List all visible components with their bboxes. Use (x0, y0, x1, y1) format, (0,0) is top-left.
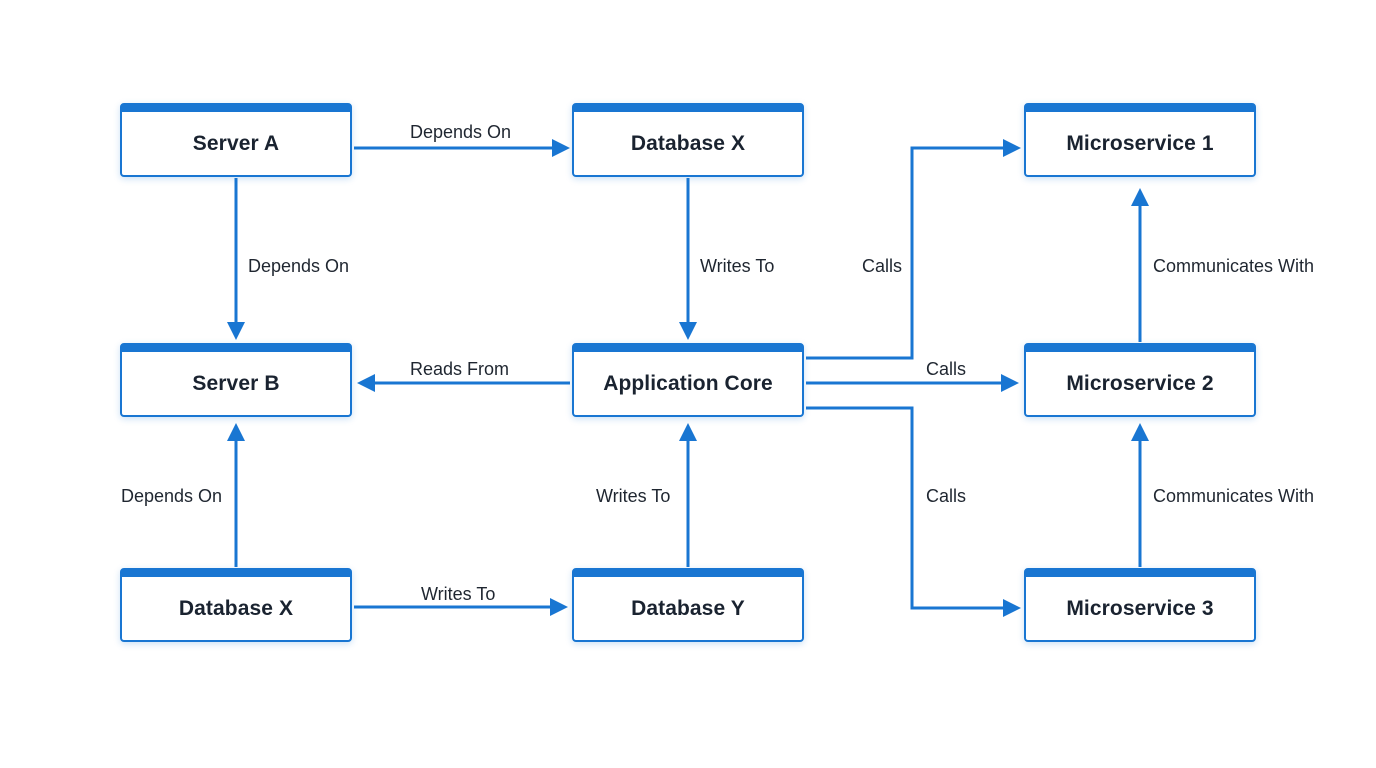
node-database-y: Database Y (572, 568, 804, 642)
node-label: Microservice 2 (1066, 371, 1214, 395)
node-label: Application Core (603, 371, 773, 395)
edge-application-core-to-microservice-3 (806, 406, 1021, 617)
node-microservice-1: Microservice 1 (1024, 103, 1256, 177)
node-label: Server A (192, 131, 280, 155)
node-label: Database X (178, 596, 294, 620)
edge-label-database-x-to-application-core: Writes To (700, 256, 775, 276)
edge-label-server-a-to-database-x: Depends On (410, 122, 512, 142)
edge-application-core-to-microservice-1 (806, 139, 1021, 360)
edge-label-application-core-to-microservice-1: Calls (862, 256, 903, 276)
node-label: Microservice 3 (1066, 596, 1214, 620)
edge-label-database-x-bottom-to-database-y: Writes To (421, 584, 496, 604)
edge-label-database-x-bottom-to-server-b: Depends On (121, 486, 223, 506)
node-database-x-top: Database X (572, 103, 804, 177)
node-server-a: Server A (120, 103, 352, 177)
node-label: Database Y (631, 596, 745, 620)
edge-label-database-y-to-application-core: Writes To (596, 486, 671, 506)
node-application-core: Application Core (572, 343, 804, 417)
edge-label-server-a-to-server-b: Depends On (248, 256, 350, 276)
edge-label-application-core-to-microservice-2: Calls (926, 359, 967, 379)
node-microservice-2: Microservice 2 (1024, 343, 1256, 417)
edge-label-microservice-2-to-microservice-1: Communicates With (1153, 256, 1315, 276)
node-database-x-bottom: Database X (120, 568, 352, 642)
node-label: Database X (630, 131, 746, 155)
edge-label-application-core-to-microservice-3: Calls (926, 486, 967, 506)
node-label: Server B (192, 371, 280, 395)
edge-label-microservice-3-to-microservice-2: Communicates With (1153, 486, 1315, 506)
node-label: Microservice 1 (1066, 131, 1214, 155)
edge-label-application-core-to-server-b: Reads From (410, 359, 510, 379)
node-server-b: Server B (120, 343, 352, 417)
node-microservice-3: Microservice 3 (1024, 568, 1256, 642)
